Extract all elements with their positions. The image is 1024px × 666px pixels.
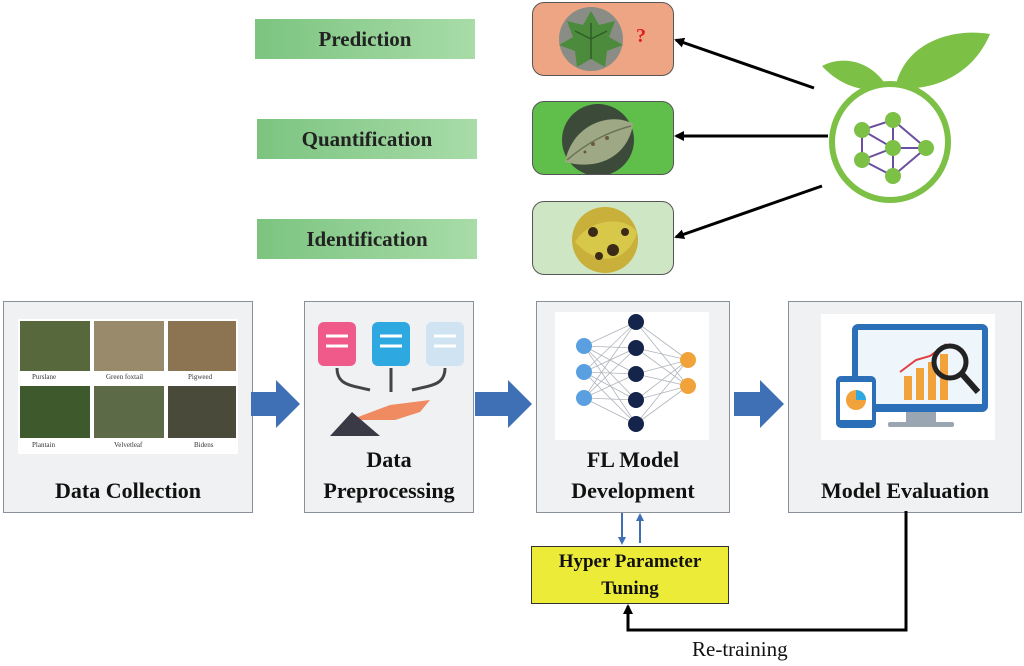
weed-caption: Velvetleaf [114, 441, 143, 449]
arrow-to-prediction [674, 37, 815, 90]
question-mark: ? [636, 25, 646, 47]
weed-photo [20, 386, 90, 438]
fl-model-title-line2: Development [571, 478, 695, 503]
pipeline-arrow-3 [734, 380, 784, 428]
data-collection-title: Data Collection [54, 478, 202, 503]
retraining-arrow [623, 511, 908, 632]
quantification-label: Quantification [257, 119, 477, 159]
weed-caption: Pigweed [188, 373, 213, 381]
preprocessing-icon [318, 322, 464, 436]
hyper-parameter-line1: Hyper Parameter [558, 551, 702, 572]
weed-photo [20, 321, 90, 371]
weed-photo [168, 386, 236, 438]
plant-network-logo [822, 32, 990, 203]
identification-leaf-thumbnail [532, 201, 674, 275]
pipeline-arrow-2 [475, 380, 532, 428]
neural-network-icon [576, 314, 696, 432]
weed-photo [94, 386, 164, 438]
data-collection-box: Purslane Green foxtail Pigweed Plantain … [3, 301, 253, 513]
dashboard-icon [836, 324, 988, 428]
weed-caption: Purslane [32, 373, 57, 381]
fl-model-title-line1: FL Model [586, 447, 680, 472]
model-evaluation-title: Model Evaluation [820, 478, 990, 503]
prediction-label: Prediction [255, 19, 475, 59]
arrow-to-identification [674, 184, 823, 240]
data-preprocessing-title-line1: Data [366, 447, 412, 472]
weed-photo [168, 321, 236, 371]
identification-label: Identification [257, 219, 477, 259]
pipeline-arrow-1 [251, 380, 300, 428]
weed-photo-grid: Purslane Green foxtail Pigweed Plantain … [18, 319, 238, 454]
weed-photo [94, 321, 164, 371]
weed-caption: Bidens [194, 441, 214, 449]
quantification-leaf-thumbnail [532, 101, 674, 175]
weed-caption: Green foxtail [106, 373, 144, 381]
retraining-label: Re-training [692, 637, 788, 661]
weed-caption: Plantain [32, 441, 55, 449]
hyper-parameter-line2: Tuning [601, 578, 659, 599]
data-preprocessing-title-line2: Preprocessing [323, 478, 455, 503]
prediction-leaf-thumbnail: ? [532, 2, 674, 76]
